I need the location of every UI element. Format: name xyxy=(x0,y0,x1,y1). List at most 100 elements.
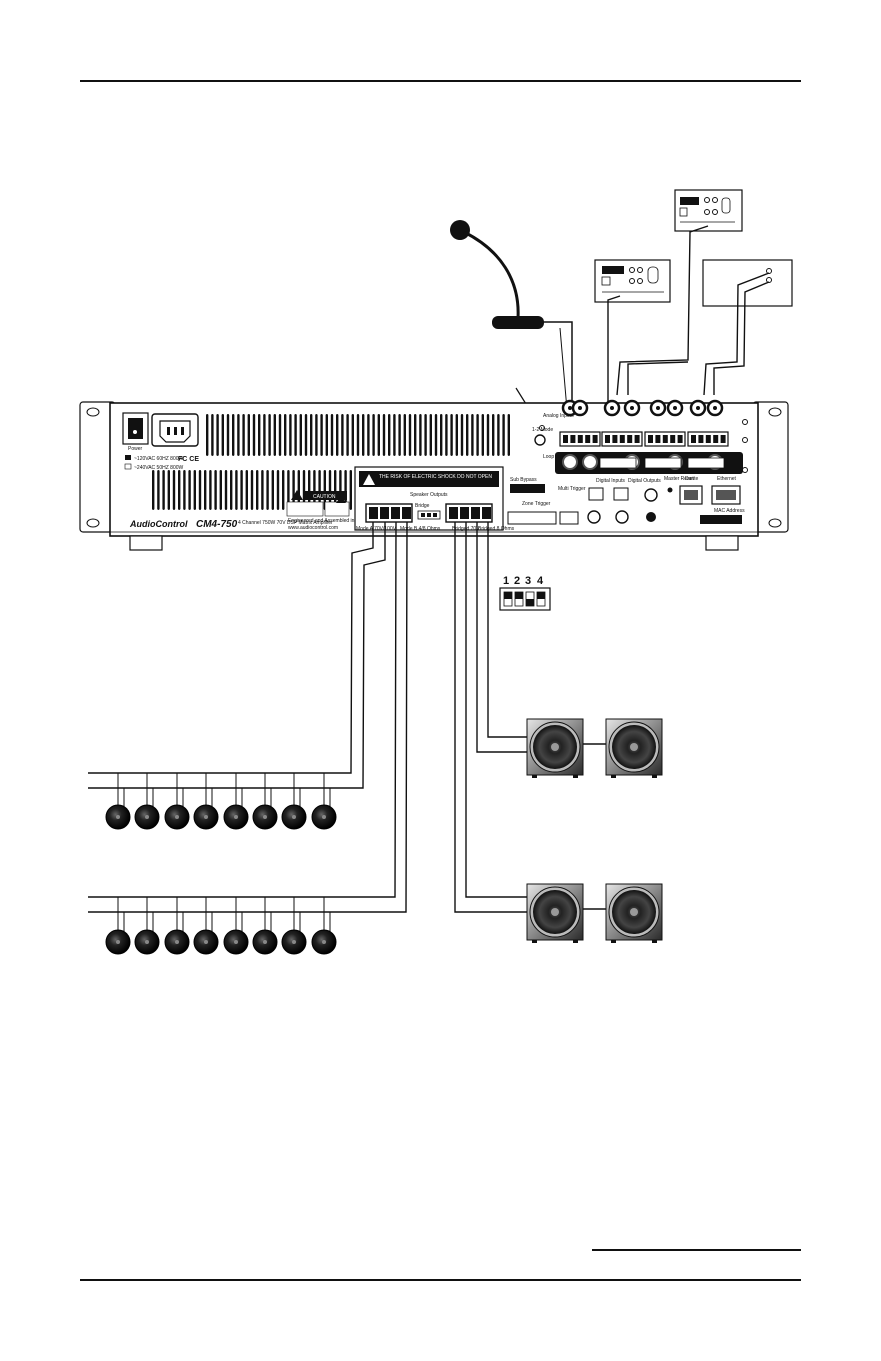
vent-slot xyxy=(268,414,271,456)
vent-slot xyxy=(250,470,254,510)
vent-slot xyxy=(237,414,240,456)
vent-slot xyxy=(419,414,422,456)
vent-slot xyxy=(367,414,370,456)
multi-trigger-label: Multi Trigger xyxy=(558,486,586,492)
ceiling-speaker-center xyxy=(322,815,326,819)
digital-input-toslink-1[interactable] xyxy=(588,487,604,501)
vent-slot xyxy=(304,414,308,456)
zone-a-cable-1 xyxy=(88,522,374,774)
vent-slot xyxy=(315,414,318,456)
subwoofer-foot xyxy=(532,775,537,778)
output-d-label: Bridged 8 Ohms xyxy=(478,526,515,532)
vent-slot xyxy=(414,414,417,456)
vent-slot xyxy=(302,470,306,510)
bottom-short-rule xyxy=(592,1249,801,1251)
vent-slot xyxy=(287,470,290,510)
master-reset-button[interactable] xyxy=(667,487,673,493)
vent-slot xyxy=(224,470,228,510)
vent-slot xyxy=(351,414,354,456)
rca-input-pin xyxy=(578,406,582,410)
digital-output-jack[interactable] xyxy=(644,488,658,502)
ceiling-speaker-center xyxy=(234,940,238,944)
vent-slot xyxy=(282,470,285,510)
trigger-jack-2[interactable] xyxy=(615,510,629,524)
loop-output-jack xyxy=(582,454,598,470)
vent-slot xyxy=(284,414,287,456)
ceiling-speaker-center xyxy=(292,940,296,944)
chassis-screws xyxy=(539,419,748,473)
vent-slot xyxy=(356,414,360,456)
output-a-label: Mode A 70V/100V xyxy=(356,526,397,532)
vent-slot xyxy=(492,414,495,456)
website-label: www.audiocontrol.com xyxy=(288,525,338,531)
rca-input-pin xyxy=(610,406,614,410)
vent-slot xyxy=(172,470,176,510)
warning-text: THE RISK OF ELECTRIC SHOCK DO NOT OPEN xyxy=(379,474,492,480)
ceiling-speaker-center xyxy=(292,815,296,819)
terminal-screw xyxy=(662,435,668,443)
speaker-terminal-left[interactable] xyxy=(365,503,413,523)
sub-bypass-label: Sub Bypass xyxy=(510,477,537,483)
zone-b-cable-1 xyxy=(88,521,397,898)
vent-slot xyxy=(204,470,207,510)
subwoofer-foot xyxy=(573,940,578,943)
vent-slot xyxy=(216,414,219,456)
vent-slot xyxy=(486,414,490,456)
mode-switch[interactable] xyxy=(534,434,546,446)
loop-terminal-block xyxy=(644,457,682,469)
brand-logo: AudioControl xyxy=(129,519,188,529)
vent-slot xyxy=(252,414,256,456)
vent-slot xyxy=(261,470,264,510)
rca-input-pin xyxy=(673,406,677,410)
speaker-terminal-right[interactable] xyxy=(445,503,493,523)
terminal-screw xyxy=(612,435,618,443)
subwoofer-dustcap xyxy=(551,908,559,916)
rca-input-pin xyxy=(696,406,700,410)
vent-slot xyxy=(349,470,352,510)
source-device-middle xyxy=(594,259,671,303)
speaker-outputs-label: Speaker Outputs xyxy=(410,492,448,498)
vent-slot xyxy=(245,470,248,510)
dip-number-4: 4 xyxy=(537,575,544,587)
ceiling-speaker-center xyxy=(116,815,120,819)
vent-slot xyxy=(341,414,344,456)
vent-slot xyxy=(198,470,202,510)
vent-slot xyxy=(382,414,386,456)
ceiling-speaker-center xyxy=(145,940,149,944)
mac-address-label: MAC Address xyxy=(714,508,745,514)
trigger-jack-1[interactable] xyxy=(587,510,601,524)
mic-cable xyxy=(544,321,573,410)
terminal-screw xyxy=(677,435,683,443)
vent-slot xyxy=(507,414,510,456)
vent-slot xyxy=(445,414,448,456)
vent-slot xyxy=(450,414,453,456)
terminal-screw xyxy=(619,435,625,443)
vent-slots-top xyxy=(206,414,510,456)
digital-output-jack-2[interactable] xyxy=(646,512,656,522)
vent-slot xyxy=(299,414,302,456)
dip-switch[interactable] xyxy=(499,587,551,611)
vent-slot xyxy=(278,414,282,456)
rca-input-pin xyxy=(656,406,660,410)
ceiling-speaker-center xyxy=(263,940,267,944)
model-description: 4 Channel 750W 70V DSP Matrix Amplifier xyxy=(238,520,333,526)
digital-input-toslink-2[interactable] xyxy=(613,487,629,501)
model-label: CM4-750 xyxy=(196,519,238,530)
vent-slot xyxy=(193,470,196,510)
dip-number-2: 2 xyxy=(514,575,520,587)
vent-slot xyxy=(211,414,214,456)
ethernet-label: Ethernet xyxy=(717,476,737,482)
power-label: Power xyxy=(128,446,143,452)
vent-slot xyxy=(497,414,500,456)
power-switch[interactable] xyxy=(122,412,149,445)
sub-cable-2 xyxy=(465,522,527,898)
terminal-screw xyxy=(670,435,676,443)
zone-trigger-terminal[interactable] xyxy=(507,511,579,525)
loop-terminal-block xyxy=(599,457,637,469)
vent-slot xyxy=(240,470,243,510)
ac-inlet[interactable] xyxy=(151,413,199,447)
subwoofer-cabinets xyxy=(526,718,663,943)
vent-slot xyxy=(209,470,212,510)
vent-slot xyxy=(188,470,191,510)
vent-slot xyxy=(481,414,484,456)
